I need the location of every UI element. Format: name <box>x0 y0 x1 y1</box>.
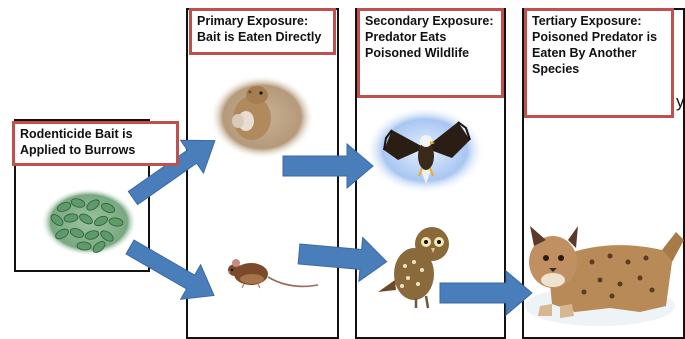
burrowing-owl-image <box>378 227 449 308</box>
bait-label-line: Rodenticide Bait is <box>20 126 171 142</box>
tertiary-label-line: Poisoned Predator is <box>532 29 666 45</box>
bobcat-image <box>525 226 684 326</box>
bait-pellets-image <box>41 188 137 256</box>
primary-label-line: Bait is Eaten Directly <box>197 29 328 45</box>
arrow-bait-to-primary-lower <box>120 230 224 313</box>
secondary-exposure-label: Secondary Exposure: Predator Eats Poison… <box>357 8 504 98</box>
secondary-label-line: Predator Eats <box>365 29 496 45</box>
secondary-label-line: Poisoned Wildlife <box>365 45 496 61</box>
primary-exposure-label: Primary Exposure: Bait is Eaten Directly <box>189 8 336 55</box>
bald-eagle-image <box>365 106 485 194</box>
primary-label-line: Primary Exposure: <box>197 13 328 29</box>
arrow-primary-to-secondary-lower <box>297 232 388 284</box>
tertiary-label-line: Species <box>532 61 666 77</box>
bait-label-line: Applied to Burrows <box>20 142 171 158</box>
arrow-secondary-to-tertiary <box>440 271 532 315</box>
tertiary-label-line: Eaten By Another <box>532 45 666 61</box>
prairie-dog-image <box>210 75 314 159</box>
secondary-label-line: Secondary Exposure: <box>365 13 496 29</box>
tertiary-label-line: Tertiary Exposure: <box>532 13 666 29</box>
arrow-primary-to-secondary-upper <box>283 144 373 188</box>
tertiary-exposure-label: Tertiary Exposure: Poisoned Predator is … <box>524 8 674 118</box>
bait-label: Rodenticide Bait is Applied to Burrows <box>12 121 179 166</box>
